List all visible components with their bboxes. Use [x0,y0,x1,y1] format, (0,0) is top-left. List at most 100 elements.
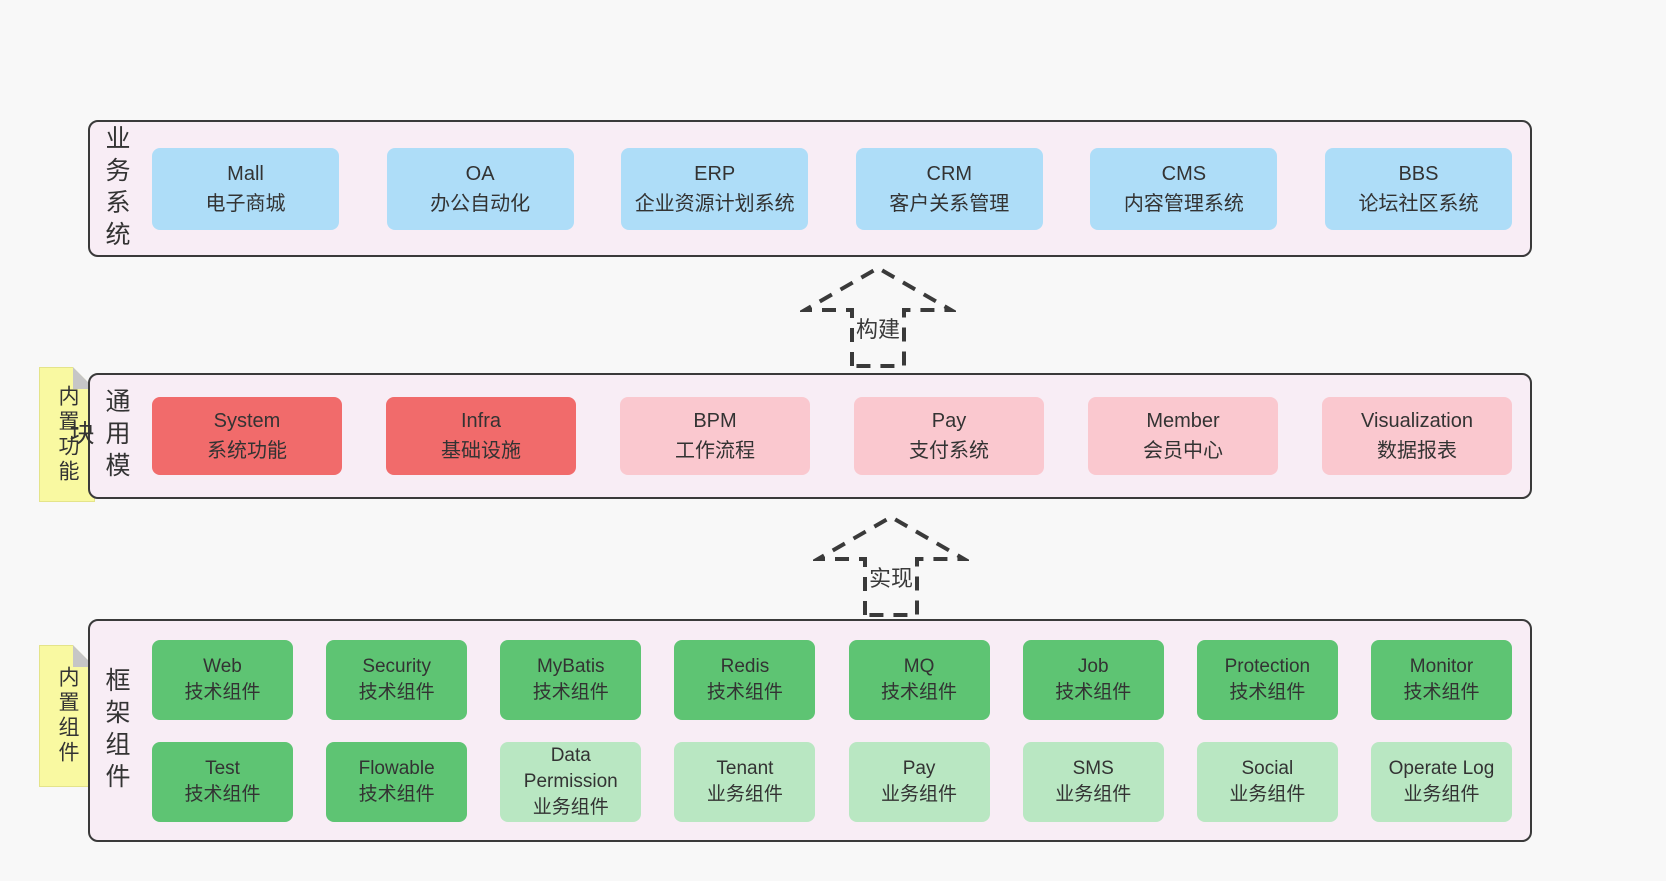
node-desc: 技术组件 [881,681,958,703]
node-desc: 客户关系管理 [889,192,1010,215]
node-social: Social 业务组件 [1196,741,1338,822]
node-monitor: Monitor 技术组件 [1370,639,1512,720]
node-desc: 业务组件 [1229,783,1306,805]
node-desc: 办公自动化 [430,192,531,215]
node-name: MQ [903,655,935,677]
up-block-arrow-icon [813,514,969,617]
band-framework-components: 框架组件 Web 技术组件 Security 技术组件 MyBatis 技术组件… [88,619,1532,842]
node-crm: CRM 客户关系管理 [855,147,1043,230]
node-desc: 系统功能 [207,440,287,462]
node-desc: 技术组件 [184,681,261,703]
node-desc: 工作流程 [675,440,755,462]
node-desc: 基础设施 [441,440,521,462]
band-content: Mall 电子商城 OA 办公自动化 ERP 企业资源计划系统 CRM 客户关系… [134,122,1530,255]
node-name: System [213,410,281,432]
node-name: Data Permission [523,744,618,792]
node-name: Monitor [1409,655,1474,677]
node-name: Job [1077,655,1109,677]
node-name: Pay [902,757,936,779]
node-protection: Protection 技术组件 [1196,639,1338,720]
node-name: Flowable [358,757,435,779]
node-desc: 电子商城 [205,192,286,215]
node-name: Pay [931,410,967,432]
node-desc: 业务组件 [881,783,958,805]
band-label: 框架组件 [102,666,130,795]
node-name: Test [205,757,240,779]
node-name: Redis [720,655,770,677]
node-name: SMS [1072,757,1114,779]
node-name: BBS [1398,162,1439,185]
node-desc: 会员中心 [1143,440,1223,462]
node-name: Visualization [1361,410,1473,432]
node-desc: 技术组件 [358,783,435,805]
node-flowable: Flowable 技术组件 [326,741,468,822]
node-desc: 业务组件 [706,783,783,805]
band-content: Web 技术组件 Security 技术组件 MyBatis 技术组件 Redi… [134,621,1530,840]
node-name: Social [1241,757,1294,779]
sticky-note-builtin-components: 内置组件 [39,645,95,787]
node-tenant: Tenant 业务组件 [674,741,816,822]
node-desc: 业务组件 [1055,783,1132,805]
node-mybatis: MyBatis 技术组件 [500,639,642,720]
band-common-modules: 通用模块 System 系统功能 Infra 基础设施 BPM 工作流程 Pay… [66,373,1532,499]
node-sms: SMS 业务组件 [1022,741,1164,822]
node-job: Job 技术组件 [1022,639,1164,720]
node-name: Infra [460,410,502,432]
node-security: Security 技术组件 [326,639,468,720]
sticky-note-builtin-features: 内置功能 [39,367,95,502]
node-visualization: Visualization 数据报表 [1322,397,1512,475]
node-name: CMS [1161,162,1207,185]
node-desc: 业务组件 [532,796,609,818]
band-content: System 系统功能 Infra 基础设施 BPM 工作流程 Pay 支付系统… [134,375,1530,497]
node-mall: Mall 电子商城 [152,147,339,230]
node-name: Web [203,655,242,677]
node-test: Test 技术组件 [152,741,293,822]
band-label: 通用模块 [66,388,130,484]
node-desc: 技术组件 [532,681,609,703]
node-desc: 技术组件 [706,681,783,703]
node-name: MyBatis [536,655,605,677]
node-desc: 数据报表 [1377,440,1457,462]
node-bpm: BPM 工作流程 [620,397,810,475]
node-infra: Infra 基础设施 [386,397,576,475]
arrow-implement: 实现 [813,513,969,619]
node-desc: 技术组件 [1055,681,1132,703]
node-name: Tenant [716,757,774,779]
component-row-top: Web 技术组件 Security 技术组件 MyBatis 技术组件 Redi… [134,639,1530,720]
arrow-label: 构建 [855,317,900,342]
node-name: Operate Log [1388,757,1495,779]
node-desc: 技术组件 [358,681,435,703]
node-name: Security [362,655,431,677]
node-name: ERP [694,162,736,185]
node-desc: 技术组件 [1403,681,1480,703]
band-business-systems: 业务系统 Mall 电子商城 OA 办公自动化 ERP 企业资源计划系统 CRM… [88,120,1532,257]
node-name: CRM [926,162,973,185]
node-redis: Redis 技术组件 [674,639,816,720]
node-pay-component: Pay 业务组件 [848,741,990,822]
node-name: Protection [1224,655,1311,677]
node-desc: 技术组件 [184,783,261,805]
sticky-note-label: 内置功能 [56,384,79,485]
node-name: Mall [227,162,264,185]
arrow-build: 构建 [800,264,956,370]
node-desc: 业务组件 [1403,783,1480,805]
node-erp: ERP 企业资源计划系统 [621,147,809,230]
node-operate-log: Operate Log 业务组件 [1370,741,1512,822]
sticky-note-label: 内置组件 [56,666,79,766]
node-pay-module: Pay 支付系统 [854,397,1044,475]
node-system: System 系统功能 [152,397,342,475]
node-member: Member 会员中心 [1088,397,1278,475]
node-mq: MQ 技术组件 [848,639,990,720]
node-oa: OA 办公自动化 [386,147,574,230]
node-name: Member [1146,410,1220,432]
node-desc: 技术组件 [1229,681,1306,703]
up-block-arrow-icon [800,265,956,368]
band-label: 业务系统 [102,124,130,253]
node-desc: 支付系统 [909,440,989,462]
node-name: BPM [693,410,737,432]
node-desc: 论坛社区系统 [1358,192,1479,215]
component-row-bottom: Test 技术组件 Flowable 技术组件 Data Permission … [134,741,1530,822]
node-desc: 内容管理系统 [1123,192,1244,215]
node-desc: 企业资源计划系统 [634,192,795,215]
node-data-permission: Data Permission 业务组件 [500,741,642,822]
